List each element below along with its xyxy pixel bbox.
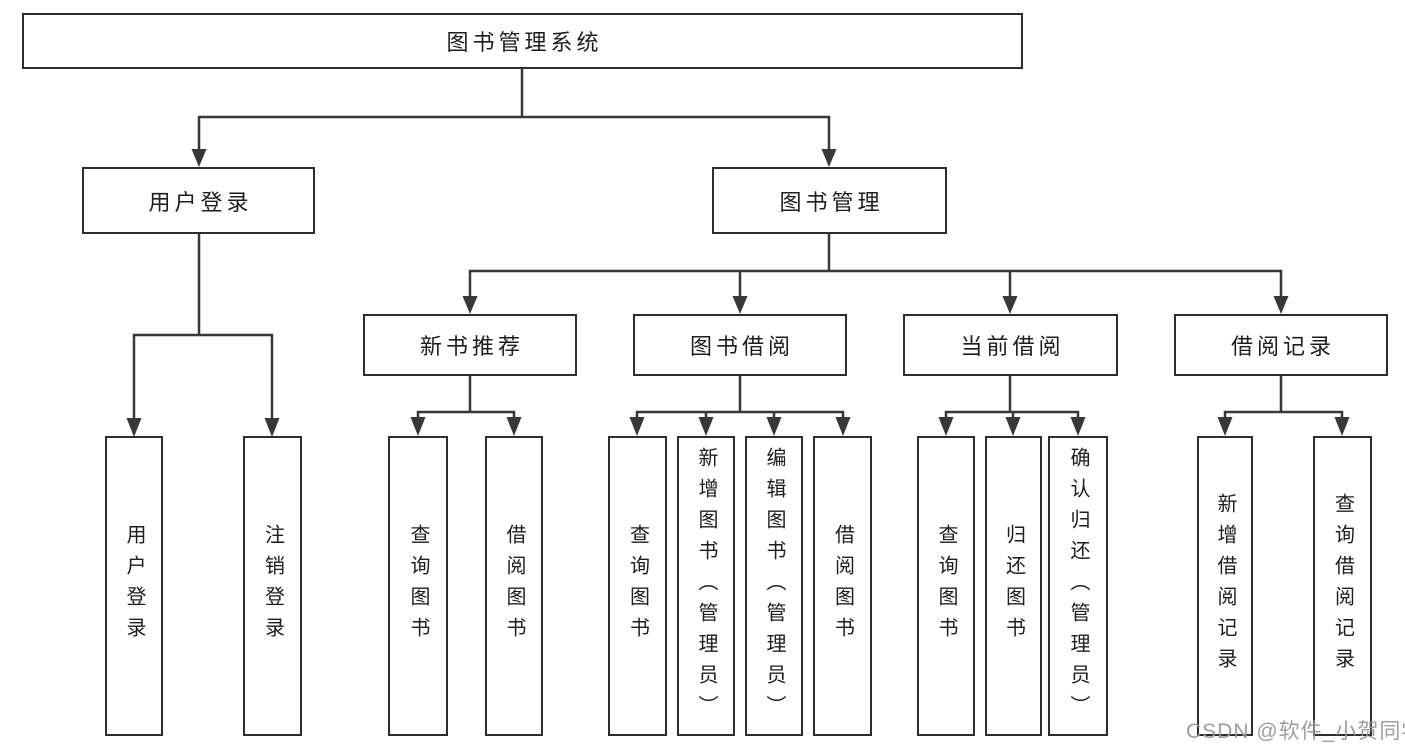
node-book-management: 图书管理 (712, 167, 947, 234)
leaf-label: 查询借阅记录 (1331, 493, 1354, 679)
connector-mgmt-branch (468, 234, 1283, 300)
node-library-system: 图书管理系统 (22, 13, 1023, 69)
leaf-logout: 注销登录 (243, 436, 302, 736)
leaf-label: 查询图书 (626, 524, 649, 648)
leaf-cb-return-books: 归还图书 (985, 436, 1042, 736)
leaf-label: 编辑图书（管理员） (763, 446, 785, 726)
connector-bb-branch (635, 375, 845, 421)
leaf-label: 注销登录 (261, 524, 284, 648)
leaf-bb-edit-books-admin: 编辑图书（管理员） (745, 436, 803, 736)
leaf-nbr-query-books: 查询图书 (388, 436, 448, 736)
arrowhead (835, 417, 851, 436)
leaf-label: 确认归还（管理员） (1067, 446, 1089, 726)
leaf-br-add-record: 新增借阅记录 (1197, 436, 1253, 736)
leaf-bb-add-books-admin: 新增图书（管理员） (677, 436, 735, 736)
leaf-cb-confirm-return-admin: 确认归还（管理员） (1048, 436, 1108, 736)
arrowhead (1005, 417, 1021, 436)
leaf-label: 查询图书 (407, 524, 429, 648)
leaf-label: 借阅图书 (831, 524, 854, 648)
leaf-label: 用户登录 (123, 524, 145, 648)
node-book-borrowing: 图书借阅 (633, 314, 847, 376)
arrowhead (938, 417, 954, 436)
arrowhead (766, 417, 782, 436)
arrowhead (1217, 417, 1233, 436)
arrowhead (698, 417, 714, 436)
connector-br-branch (1223, 375, 1344, 421)
leaf-label: 查询图书 (935, 524, 957, 648)
leaf-label: 借阅图书 (503, 524, 525, 648)
node-current-borrowing: 当前借阅 (903, 314, 1118, 376)
leaf-label: 新增借阅记录 (1214, 493, 1236, 679)
arrowhead (1273, 296, 1289, 314)
connector-login-branch (132, 234, 274, 420)
arrowhead (462, 296, 478, 314)
connector-root-branch (197, 68, 831, 152)
arrowhead (191, 149, 207, 167)
leaf-cb-query-books: 查询图书 (917, 436, 975, 736)
csdn-watermark: CSDN @软件_小贺同学 (1186, 720, 1405, 743)
leaf-label: 归还图书 (1002, 524, 1025, 648)
leaf-label: 新增图书（管理员） (695, 446, 717, 726)
connector-nbr-branch (416, 375, 516, 421)
arrowhead (1002, 296, 1018, 314)
leaf-nbr-borrow-books: 借阅图书 (485, 436, 543, 736)
arrowhead (732, 296, 748, 314)
leaf-user-login: 用户登录 (105, 436, 163, 736)
arrowhead (506, 417, 522, 436)
arrowhead (410, 417, 426, 436)
arrowhead (126, 418, 142, 437)
node-user-login: 用户登录 (82, 167, 315, 234)
leaf-br-query-record: 查询借阅记录 (1313, 436, 1372, 736)
arrowhead (629, 417, 645, 436)
leaf-bb-borrow-books: 借阅图书 (813, 436, 872, 736)
node-new-book-recommend: 新书推荐 (363, 314, 577, 376)
arrowhead (1334, 417, 1350, 436)
connector-cb-branch (944, 375, 1080, 421)
arrowhead (264, 418, 280, 437)
node-borrowing-records: 借阅记录 (1174, 314, 1388, 376)
arrowhead (821, 149, 837, 167)
leaf-bb-query-books: 查询图书 (608, 436, 667, 736)
arrowhead (1070, 417, 1086, 436)
